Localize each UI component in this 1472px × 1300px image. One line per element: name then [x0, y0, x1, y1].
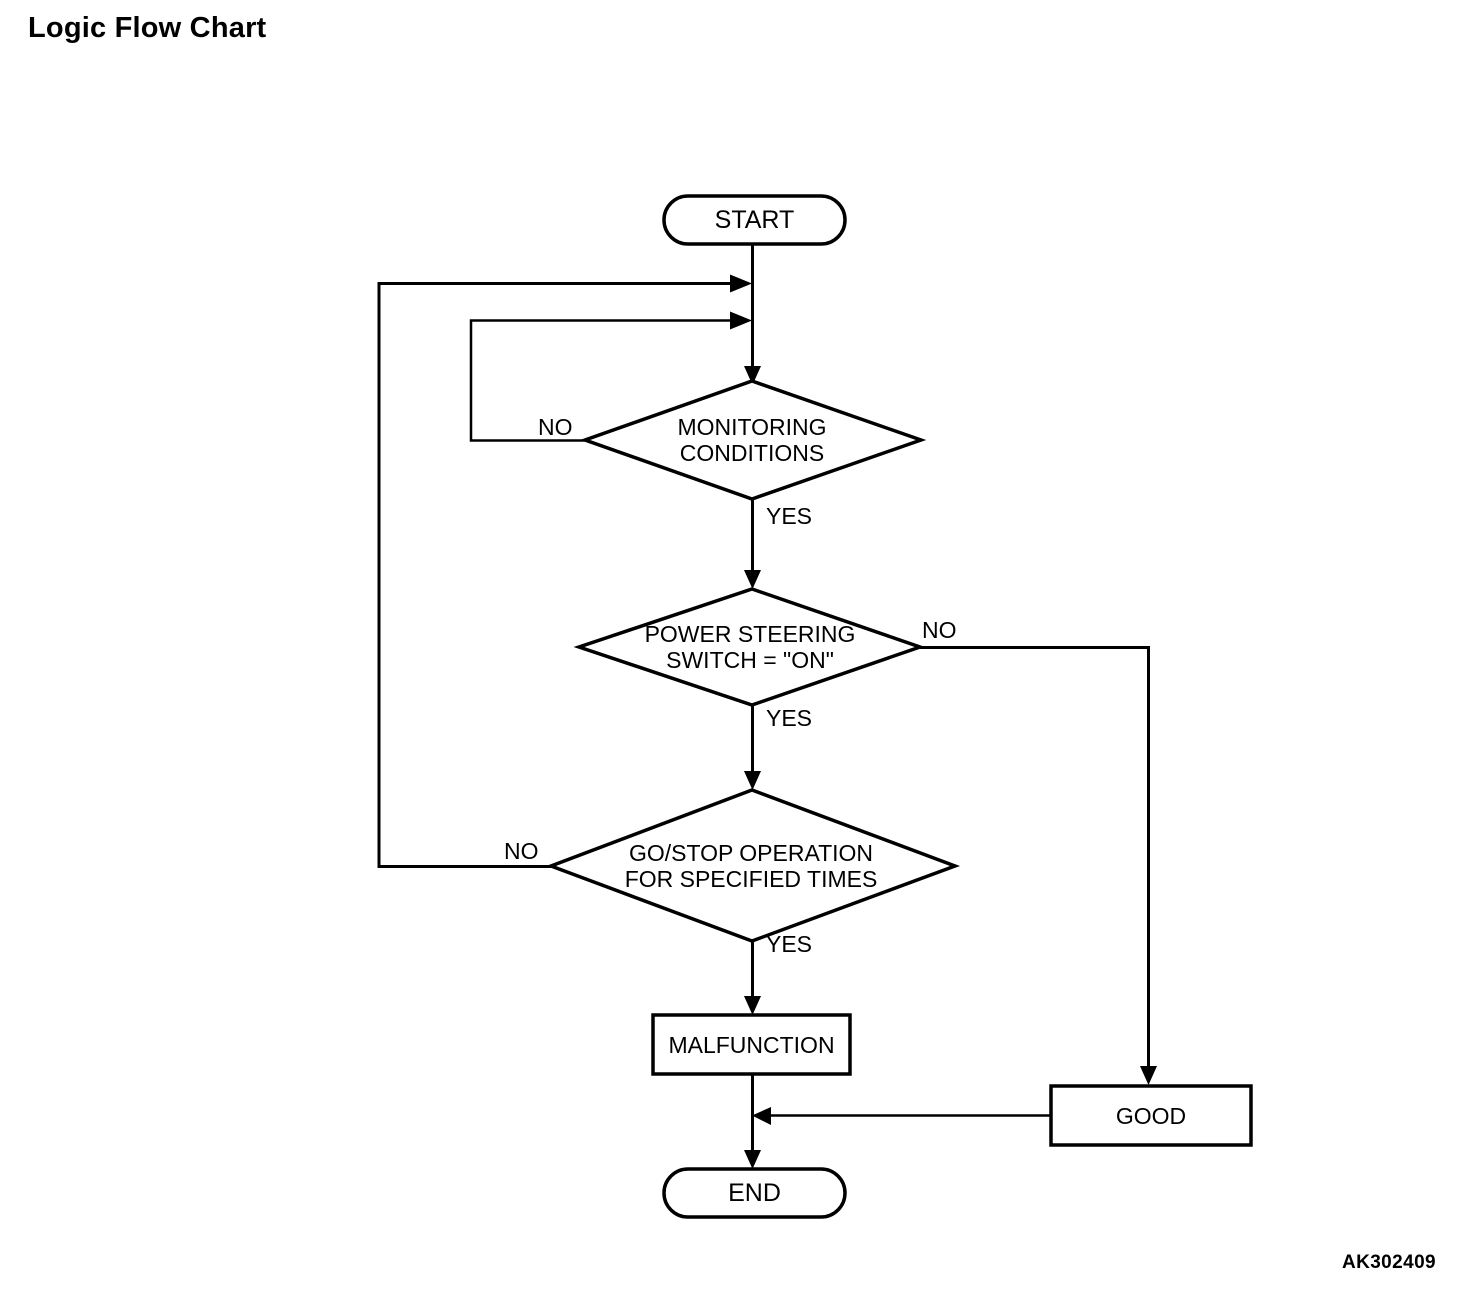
node-good-shape [1049, 1084, 1253, 1147]
arrowhead-into-malfunction [744, 996, 761, 1015]
node-monitoring-shape [579, 379, 927, 501]
edge-gostop-no-loop [377, 282, 736, 868]
edge-monitoring-no-loop [469, 319, 736, 442]
node-start-shape [662, 194, 847, 246]
arrowhead-into-power-steering [744, 570, 761, 589]
node-end-shape [662, 1167, 847, 1219]
page-title: Logic Flow Chart [28, 12, 267, 44]
edge-power-steering-no [920, 646, 1150, 1074]
figure-id-label: AK302409 [1341, 1252, 1436, 1273]
arrowhead-into-monitoring [744, 366, 761, 385]
node-power-steering-shape [573, 587, 926, 707]
arrowhead-good-merge [752, 1107, 771, 1125]
arrowhead-into-go-stop [744, 771, 761, 790]
node-malfunction-shape [651, 1013, 852, 1076]
arrowhead-outer-loop [730, 274, 752, 293]
arrowhead-inner-loop [730, 311, 752, 330]
node-go-stop-shape [546, 788, 961, 943]
arrowhead-into-good [1140, 1066, 1157, 1085]
arrowhead-into-end [744, 1150, 761, 1169]
